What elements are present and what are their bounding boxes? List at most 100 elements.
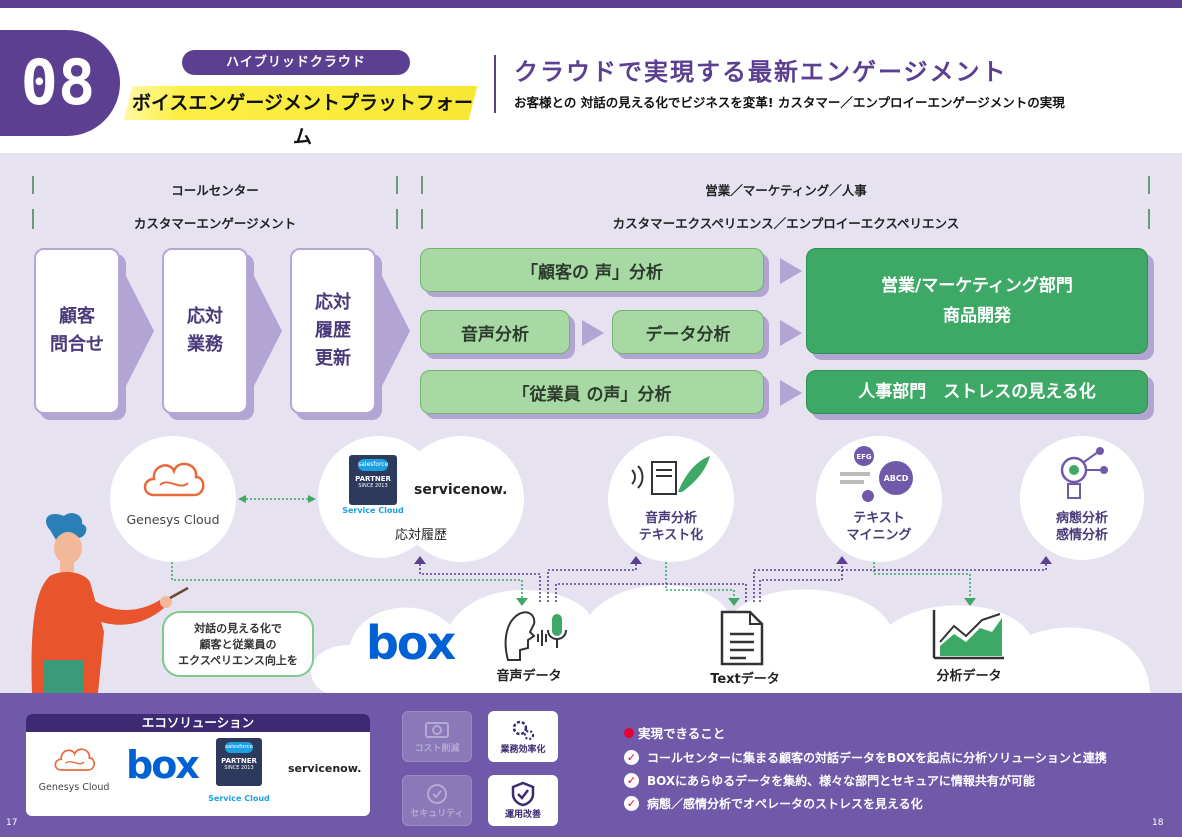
process-step-response-line1: 応対 — [187, 306, 223, 327]
top-bar — [0, 0, 1182, 8]
salesforce-partner-logo: salesforce PARTNER SINCE 2013 — [349, 455, 397, 505]
page-number-left: 17 — [6, 818, 18, 828]
shield-check-icon — [511, 781, 535, 807]
process-chevron-1 — [126, 276, 154, 386]
genesys-servicenow-link — [238, 495, 316, 503]
diagram-background — [0, 153, 1182, 693]
benefit-item-1: ✓ コールセンターに集まる顧客の対話データをBOXを起点に分析ソリューションと連携 — [624, 749, 1169, 766]
emotion-analysis-icon — [1060, 447, 1108, 499]
bracket-sales — [421, 176, 1150, 194]
benefit-item-1-text: コールセンターに集まる顧客の対話データをBOXを起点に分析ソリューションと連携 — [647, 751, 1107, 765]
red-dot-icon — [624, 727, 634, 738]
box-logo: box — [366, 616, 456, 670]
arrow-customer-voice — [780, 258, 802, 284]
eco-servicenow-logo: servicenow. — [288, 762, 362, 775]
badge-efficiency-label: 業務効率化 — [500, 745, 546, 755]
voice-analysis-box: 音声分析 — [420, 310, 570, 354]
bracket-label-callcenter: コールセンター — [171, 183, 259, 198]
text-mining-efg-text: EFG — [856, 453, 872, 461]
analysis-chart-icon — [932, 610, 1004, 660]
servicenow-logo: servicenow. — [414, 482, 508, 498]
text-mining-line1: テキスト — [853, 511, 905, 526]
speech-bubble: 対話の見える化で 顧客と従業員の エクスペリエンス向上を — [162, 611, 314, 677]
analysis-data-label: 分析データ — [936, 669, 1002, 684]
voice-text-line1: 音声分析 — [644, 511, 697, 526]
service-cloud-label: Service Cloud — [342, 506, 404, 515]
benefit-item-3: ✓ 病態／感情分析でオペレータのストレスを見える化 — [624, 795, 1169, 812]
process-step-inquiry-line1: 顧客 — [59, 306, 95, 327]
text-mining-line2: マイニング — [846, 528, 912, 543]
sales-dept-line1: 営業/マーケティング部門 — [881, 276, 1073, 296]
eco-salesforce-logo: salesforce PARTNER SINCE 2013 — [216, 738, 262, 786]
process-chevron-3 — [382, 276, 410, 386]
benefits-heading-text: 実現できること — [638, 726, 726, 741]
disease-analysis-circle — [1020, 436, 1144, 560]
genesys-label: Genesys Cloud — [126, 512, 220, 527]
history-label: 応対履歴 — [394, 528, 447, 543]
page-number-right: 18 — [1152, 818, 1164, 828]
benefit-item-2-text: BOXにあらゆるデータを集約、様々な部門とセキュアに情報共有が可能 — [647, 774, 1035, 788]
text-mining-abcd-text: ABCD — [884, 474, 909, 483]
genesys-cloud-icon — [143, 462, 205, 497]
bracket-customer-engagement — [32, 209, 398, 229]
presenter-illustration — [31, 513, 189, 693]
data-analysis-box: データ分析 — [612, 310, 764, 354]
employee-voice-analysis-box: 「従業員 の声」分析 — [420, 370, 764, 414]
process-step-history-line3: 更新 — [315, 348, 351, 369]
gears-icon — [512, 720, 535, 741]
voice-text-label: 音声分析テキスト化 — [608, 510, 734, 544]
bracket-label-customer-engagement: カスタマーエンゲージメント — [133, 216, 297, 231]
page-title: クラウドで実現する最新エンゲージメント — [514, 58, 1008, 86]
eco-genesys-icon — [54, 748, 95, 771]
section-number: 08 — [20, 46, 96, 119]
badge-cost-label: コスト削減 — [414, 744, 460, 754]
coin-icon — [425, 722, 449, 738]
text-mining-circle — [816, 436, 942, 562]
check-icon: ✓ — [624, 773, 639, 788]
check-icon: ✓ — [624, 750, 639, 765]
badge-operation: 運用改善 — [488, 775, 558, 826]
sf-partner-text: PARTNER — [355, 475, 391, 483]
sales-dept-line2: 商品開発 — [942, 306, 1011, 326]
process-step-history: 応対履歴更新 — [290, 248, 376, 414]
disease-line2: 感情分析 — [1055, 528, 1108, 543]
check-icon: ✓ — [624, 796, 639, 811]
process-step-history-line2: 履歴 — [315, 320, 351, 341]
text-document-icon — [720, 610, 764, 666]
eco-sf-partner: PARTNER — [221, 757, 257, 765]
badge-security: セキュリティ — [402, 775, 472, 826]
process-step-history-line1: 応対 — [315, 292, 351, 313]
benefit-item-2: ✓ BOXにあらゆるデータを集約、様々な部門とセキュアに情報共有が可能 — [624, 772, 1169, 789]
eco-solution-box: エコソリューション Genesys Cloud box salesforce P… — [26, 714, 370, 816]
eco-sf-since: SINCE 2013 — [224, 765, 254, 771]
text-mining-label: テキストマイニング — [816, 510, 942, 544]
bracket-label-experience: カスタマーエクスペリエンス／エンプロイーエクスペリエンス — [612, 216, 960, 231]
voice-text-circle — [608, 436, 734, 562]
sales-marketing-dept-box: 営業/マーケティング部門商品開発 — [806, 248, 1148, 354]
bracket-experience — [421, 209, 1150, 229]
text-data-label: Textデータ — [710, 672, 780, 687]
arrow-data-analysis — [780, 320, 802, 346]
disease-analysis-label: 病態分析感情分析 — [1020, 510, 1144, 544]
process-step-response-line2: 業務 — [187, 334, 223, 355]
header-divider — [494, 55, 496, 113]
sf-cloud-mark: salesforce — [358, 459, 388, 471]
text-mining-icon: EFG ABCD — [840, 446, 913, 502]
badge-cost-reduction: コスト削減 — [402, 711, 472, 762]
disease-line1: 病態分析 — [1055, 511, 1108, 526]
benefit-item-3-text: 病態／感情分析でオペレータのストレスを見える化 — [647, 797, 923, 811]
category-tag: ハイブリッドクラウド — [182, 50, 410, 75]
benefits-heading: 実現できること — [624, 723, 1164, 742]
speech-line1: 対話の見える化で — [194, 622, 282, 635]
genesys-circle — [110, 436, 236, 562]
bracket-label-sales: 営業／マーケティング／人事 — [705, 183, 867, 198]
speech-line2: 顧客と従業員の — [199, 638, 277, 651]
process-step-response: 応対業務 — [162, 248, 248, 414]
product-name: ボイスエンゲージメントプラットフォーム — [131, 92, 474, 148]
voice-text-line2: テキスト化 — [638, 528, 704, 543]
badge-efficiency: 業務効率化 — [488, 711, 558, 762]
voice-to-text-icon — [631, 456, 710, 495]
process-chevron-2 — [254, 276, 282, 386]
eco-sf-cloud-mark: salesforce — [225, 742, 253, 753]
arrow-employee-voice — [780, 380, 802, 406]
